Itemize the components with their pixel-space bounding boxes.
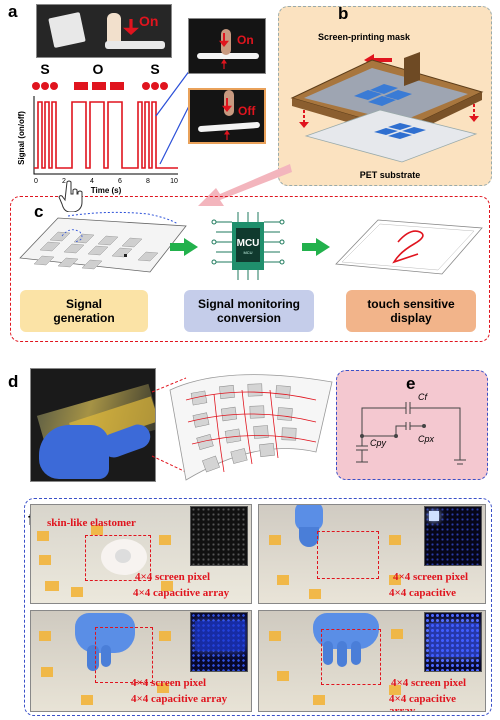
- green-arrow-2: [302, 238, 330, 256]
- flexible-array-illustration: [169, 374, 333, 481]
- stage-signal-monitoring: Signal monitoring conversion: [184, 290, 314, 332]
- b-to-c-arrow: [198, 164, 292, 206]
- array-label-tl: 4×4 capacitive array: [133, 587, 230, 599]
- d-zoom-lines: [151, 377, 187, 473]
- panel-e-letter: e: [406, 374, 416, 393]
- cf-label: Cf: [418, 392, 428, 402]
- led-screen-top-right: [424, 506, 482, 566]
- led-screen-top-left: [190, 506, 248, 566]
- xtick-6: 6: [118, 178, 122, 185]
- hand-pointer-icon: [58, 180, 83, 212]
- panel-f-box: [24, 498, 492, 716]
- screen-printing-illustration: Screen-printing mask PET substrate: [290, 32, 484, 180]
- green-arrow-1: [170, 238, 198, 256]
- array-label-br: 4×4 capacitive array: [389, 693, 457, 712]
- panel-b-letter: b: [338, 4, 349, 23]
- signal-chart-xlabel: Time (s): [91, 186, 122, 195]
- touch-display-illustration: [335, 219, 483, 275]
- on-label-top: On: [139, 13, 159, 29]
- array-label-bl: 4×4 capacitive array: [131, 693, 228, 705]
- touch-panel-illustration: [19, 211, 187, 273]
- panel-c-letter: c: [34, 202, 44, 221]
- panel-a-letter: a: [8, 2, 18, 21]
- on-photo: On: [188, 18, 266, 74]
- panel-c-box: [10, 196, 490, 342]
- xtick-0: 0: [34, 178, 38, 185]
- xtick-8: 8: [146, 178, 150, 185]
- morse-symbols: [32, 82, 168, 90]
- pixel-label-bl: 4×4 screen pixel: [131, 677, 207, 689]
- elastomer-label: skin-like elastomer: [47, 517, 136, 529]
- sensor-photo-strip: On: [36, 4, 172, 58]
- led-screen-bottom-right: [424, 612, 482, 672]
- substrate-label: PET substrate: [360, 170, 421, 180]
- morse-letter-o: O: [93, 61, 104, 77]
- mcu-chip-sublabel: MCU: [243, 250, 252, 255]
- connector-lines-a: [155, 69, 191, 165]
- mcu-chip-icon: MCU MCU: [211, 212, 285, 280]
- array-label-tr: 4×4 capacitive array: [389, 587, 457, 603]
- xtick-2: 2: [62, 178, 66, 185]
- led-screen-bottom-left: [190, 612, 248, 672]
- flexible-array-photo: [30, 368, 156, 482]
- pixel-label-br: 4×4 screen pixel: [391, 677, 467, 689]
- pixel-label-tr: 4×4 screen pixel: [393, 571, 469, 583]
- morse-letter-s2: S: [150, 61, 159, 77]
- xtick-10: 10: [170, 178, 178, 185]
- equivalent-circuit: Cf Cpx Cpy: [356, 392, 466, 465]
- pixel-label-tl: 4×4 screen pixel: [135, 571, 211, 583]
- signal-waveform: [34, 101, 178, 169]
- stage-touch-display: touch sensitive display: [346, 290, 476, 332]
- signal-chart: S O S Signal (on/off) 0 2 4 6 8 10 Time …: [17, 61, 178, 195]
- signal-chart-ylabel: Signal (on/off): [17, 111, 26, 165]
- panel-d-letter: d: [8, 372, 19, 391]
- stage-signal-generation: Signal generation: [20, 290, 148, 332]
- off-label: Off: [238, 104, 256, 118]
- on-label: On: [237, 33, 254, 47]
- xtick-4: 4: [90, 178, 94, 185]
- cpx-label: Cpx: [418, 434, 435, 444]
- cpy-label: Cpy: [370, 438, 387, 448]
- mcu-chip-label: MCU: [237, 238, 260, 249]
- off-photo: Off: [188, 88, 266, 144]
- morse-letter-s1: S: [40, 61, 49, 77]
- mask-label: Screen-printing mask: [318, 32, 411, 42]
